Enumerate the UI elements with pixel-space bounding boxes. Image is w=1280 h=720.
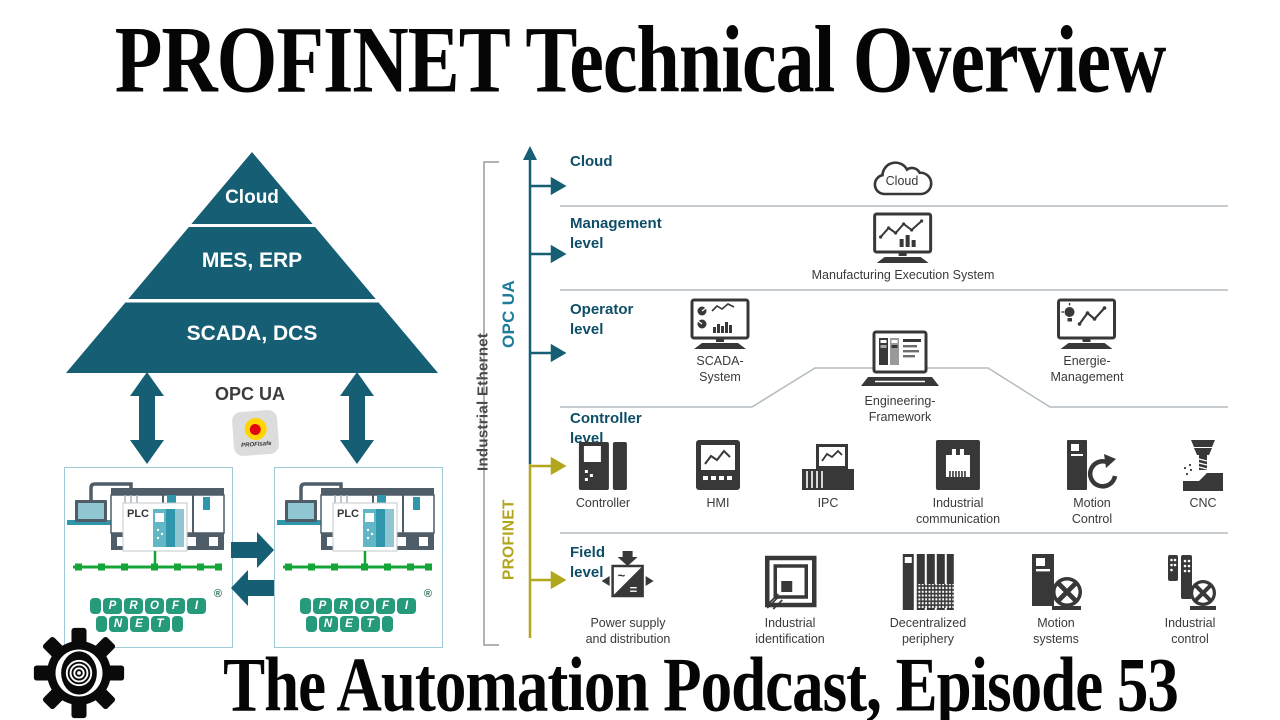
opcua-label: OPC UA [214, 384, 286, 404]
power-supply-icon: ~ = [602, 551, 654, 598]
svg-text:=: = [630, 582, 638, 597]
automation-pyramid [60, 152, 446, 373]
industrial-communication-item: Industrial communication [916, 438, 1000, 527]
scada-item: SCADA- System [689, 298, 751, 385]
updown-arrow-icon [340, 372, 374, 464]
profinet-network-box-right: PLC ® P R O F I [274, 467, 443, 648]
opcua-axis-label: OPC UA [499, 280, 518, 348]
podcast-gear-icon [33, 627, 125, 719]
motion-systems-icon [1032, 554, 1082, 610]
page-title: PROFINET Technical Overview [114, 5, 1167, 113]
profinet-network-box-left: PLC ® P R O F I [64, 467, 233, 648]
level-label-management: Management level [570, 215, 662, 252]
industrial-control-caption: Industrial control [1164, 616, 1216, 646]
power-supply-caption: Power supply and distribution [585, 616, 671, 646]
industrial-ethernet-bracket [483, 161, 499, 646]
cnc-icon [1183, 440, 1223, 491]
engineering-framework-icon [861, 330, 939, 386]
industrial-communication-icon [935, 440, 980, 490]
engineering-framework-item: Engineering- Framework [861, 330, 939, 425]
motion-systems-caption: Motion systems [1033, 616, 1079, 646]
industrial-control-icon [1168, 555, 1216, 610]
motion-control-icon [1067, 440, 1118, 490]
energie-management-item: Energie- Management [1050, 298, 1124, 385]
level-label-operator: Operator level [570, 301, 634, 338]
pyramid-level-mes-erp: MES, ERP [201, 249, 303, 272]
industrial-identification-icon [764, 555, 817, 610]
svg-text:PLC: PLC [127, 508, 149, 520]
svg-text:Cloud: Cloud [886, 174, 919, 188]
ipc-icon [802, 444, 854, 490]
engineering-framework-caption: Engineering- Framework [864, 394, 936, 424]
energie-management-caption: Energie- Management [1050, 354, 1124, 384]
manufacturing-execution-system-icon [873, 212, 933, 263]
cnc-caption: CNC [1189, 496, 1217, 510]
profisafe-badge: PROFIsafe [231, 409, 280, 457]
pyramid-level-scada-dcs: SCADA, DCS [186, 322, 318, 345]
profisafe-ring-icon [243, 417, 267, 441]
registered-mark: ® [213, 588, 222, 600]
pyramid-level-cloud: Cloud [225, 187, 279, 208]
footer-title: The Automation Podcast, Episode 53 [223, 642, 1179, 720]
level-label-cloud: Cloud [570, 153, 613, 170]
industrial-ethernet-label: Industrial Ethernet [474, 332, 492, 472]
svg-text:PLC: PLC [337, 508, 359, 520]
power-supply-item: ~ = Power supply and distribution [585, 546, 671, 647]
hmi-caption: HMI [706, 496, 730, 510]
exchange-arrows-icon [231, 532, 274, 606]
mes-caption: Manufacturing Execution System [811, 268, 995, 282]
ipc-item: IPC [800, 438, 856, 511]
ipc-caption: IPC [817, 496, 839, 510]
controller-item: Controller [576, 438, 630, 511]
controller-caption: Controller [575, 496, 631, 510]
hmi-item: HMI [694, 438, 742, 511]
updown-arrow-icon [130, 372, 164, 464]
industrial-communication-caption: Industrial communication [915, 496, 1001, 526]
registered-mark: ® [423, 588, 432, 600]
backbone-axis [523, 146, 567, 638]
factory-machine-illustration: PLC [277, 482, 435, 571]
profisafe-label: PROFIsafe [240, 440, 272, 450]
scada-system-icon [690, 298, 750, 349]
level-label-field: Field level [570, 544, 606, 581]
factory-machine-illustration: PLC [67, 482, 225, 571]
mes-item: Manufacturing Execution System [811, 212, 995, 283]
energie-management-icon [1057, 298, 1117, 349]
profinet-axis-label: PROFINET [500, 499, 518, 581]
decentralized-periphery-item: Decentralized periphery [890, 546, 966, 647]
cnc-item: CNC [1175, 438, 1231, 511]
scada-caption: SCADA- System [696, 354, 744, 384]
level-separators [560, 205, 1228, 534]
motion-control-caption: Motion Control [1071, 496, 1113, 526]
industrial-identification-item: Industrial identification [755, 546, 825, 647]
industrial-control-item: Industrial control [1164, 546, 1216, 647]
profinet-logo: ® P R O F I N E T [288, 588, 432, 632]
industrial-identification-caption: Industrial identification [755, 616, 825, 646]
hmi-icon [696, 440, 740, 490]
cloud-item: Cloud [867, 152, 937, 200]
controller-icon [579, 442, 627, 490]
svg-text:~: ~ [618, 568, 626, 583]
motion-systems-item: Motion systems [1028, 546, 1084, 647]
profinet-logo: ® P R O F I N E T [78, 588, 222, 632]
decentralized-periphery-caption: Decentralized periphery [889, 616, 967, 646]
profisafe-dot-icon [249, 423, 262, 435]
motion-control-item: Motion Control [1063, 438, 1121, 527]
cloud-icon: Cloud [873, 161, 933, 196]
decentralized-periphery-icon [903, 554, 954, 610]
